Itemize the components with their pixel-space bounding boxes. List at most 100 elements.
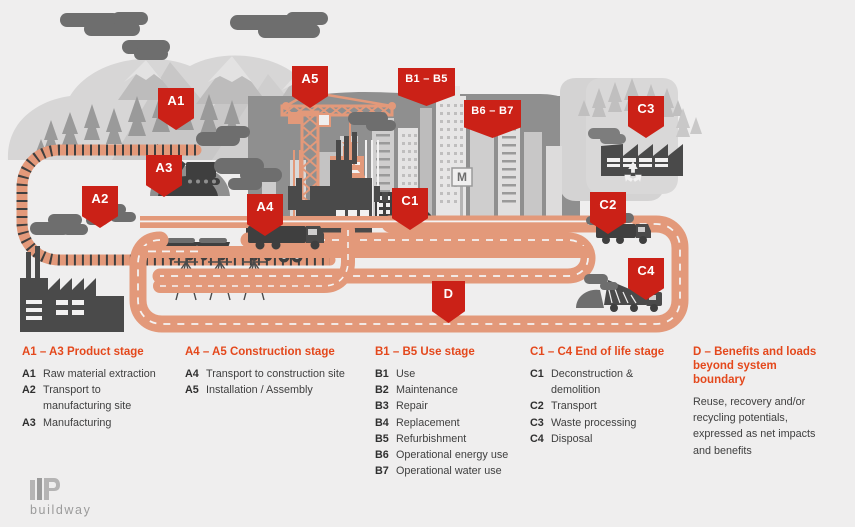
legend-column-title: B1 – B5 Use stage (375, 346, 475, 358)
legend-entry: A2 Transport to manufacturing site (22, 382, 172, 414)
map-pin-label: A5 (301, 71, 319, 86)
map-pin-label: C3 (637, 101, 655, 116)
brand-logo[interactable]: buildway (30, 478, 140, 518)
map-pin-label: C4 (637, 263, 655, 278)
legend-entry-code: B5 (375, 432, 389, 445)
legend-entry-label: Manufacturing (43, 416, 112, 429)
legend-entry-label: Installation / Assembly (206, 384, 313, 397)
legend-column-benefits: D – Benefits and loads beyond system bou… (693, 345, 828, 459)
legend-entry-code: A2 (22, 384, 36, 397)
legend-entry-code: B1 (375, 368, 389, 380)
legend-entry: B2 Maintenance (375, 382, 525, 398)
legend-entry: C3 Waste processing (530, 415, 685, 431)
map-pin-label: C1 (401, 193, 419, 208)
smoke-quarry (196, 126, 282, 190)
smoke-recycling (588, 128, 626, 144)
snowcap-b (208, 56, 252, 82)
legend-entry: B1 Use (375, 366, 525, 382)
legend-entry-label: Repair (396, 400, 428, 413)
road-connector-left (153, 223, 355, 293)
legend-column-title: C1 – C4 End of life stage (530, 346, 665, 358)
legend-entry-label: Operational water use (396, 465, 502, 478)
legend-entry-code: A1 (22, 368, 36, 380)
legend-entry-code: B3 (375, 400, 389, 413)
snowcap-a (124, 60, 162, 82)
legend-entry-label: Replacement (396, 416, 460, 429)
clouds-sky (60, 12, 328, 60)
legend-column-paragraph: Reuse, recovery and/or recycling potenti… (693, 396, 816, 457)
legend-entry: A4 Transport to construction site (185, 366, 345, 382)
legend-entry-label: Waste processing (551, 416, 637, 429)
legend-entry-label: Use (396, 368, 416, 380)
legend-entry: A1 Raw material extraction (22, 366, 172, 382)
legend-entry: B3 Repair (375, 398, 525, 414)
legend-entry-code: B7 (375, 465, 389, 478)
map-pin-label: A3 (155, 160, 173, 175)
legend-entry-label: Transport to construction site (206, 368, 345, 380)
legend-entry-code: A5 (185, 384, 199, 397)
legend-entry-code: C2 (530, 400, 544, 413)
legend-entry-label: Operational energy use (396, 449, 509, 462)
legend-entry: A5 Installation / Assembly (185, 382, 345, 398)
map-pin-label: B1 – B5 (405, 73, 448, 85)
legend-entry: A3 Manufacturing (22, 415, 172, 431)
metro-sign-icon: M (451, 167, 473, 216)
legend-entry: C1 Deconstruction & demolition (530, 366, 685, 398)
map-pin-label: A4 (256, 199, 274, 214)
legend-column-title: D – Benefits and loads beyond system bou… (693, 346, 817, 386)
legend-entry-label: Refurbishment (396, 432, 467, 445)
legend-entry: B6 Operational energy use (375, 447, 525, 463)
smoke-plant-a3 (348, 112, 396, 131)
lifecycle-scene-svg: M (7, 12, 702, 333)
legend-entry-code: C1 (530, 368, 544, 380)
legend-entry: C2 Transport (530, 398, 685, 414)
legend-entry-code: C3 (530, 416, 544, 429)
recycle-symbol-icon (624, 161, 642, 182)
lower-left-factory (20, 246, 124, 332)
legend-entry: C4 Disposal (530, 431, 685, 447)
legend-entry-label: Transport to manufacturing site (43, 384, 132, 413)
smoke-lower-factory (30, 214, 88, 235)
road-centerline (137, 223, 681, 325)
map-pin-label: C2 (599, 197, 617, 212)
map-pin-a2[interactable]: A2 (82, 186, 118, 228)
legend-entry-code: B6 (375, 449, 389, 462)
legend-entry-code: C4 (530, 432, 544, 445)
legend-entry-code: A3 (22, 416, 36, 429)
buildway-mark-icon (30, 478, 60, 500)
map-pin-label: D (443, 286, 454, 301)
legend-entry-label: Deconstruction & demolition (551, 368, 634, 397)
legend-column-title: A1 – A3 Product stage (22, 346, 144, 358)
legend-entry-code: B2 (375, 384, 389, 397)
legend-entry: B7 Operational water use (375, 463, 525, 479)
legend-column-title: A4 – A5 Construction stage (185, 346, 335, 358)
legend-entry: B5 Refurbishment (375, 431, 525, 447)
legend-entry-label: Disposal (551, 432, 593, 445)
logo-wordmark: buildway (30, 503, 92, 517)
truck-a4-icon (248, 226, 324, 250)
recycling-factory-icon (601, 144, 683, 182)
railway-loop (16, 144, 336, 266)
legend-entry-label: Raw material extraction (43, 368, 156, 380)
road-outer-loop (129, 215, 689, 333)
legend-entry-code: B4 (375, 416, 389, 429)
map-pin-label: A1 (167, 93, 185, 108)
svg-text:M: M (457, 170, 467, 184)
map-pin-label: A2 (91, 191, 109, 206)
legend-entry-code: A4 (185, 368, 199, 380)
pine-forest-right-outer (676, 108, 702, 137)
legend-entry-label: Transport (551, 400, 597, 413)
map-pin-label: B6 – B7 (471, 105, 514, 117)
legend-entry-label: Maintenance (396, 384, 458, 397)
waste-pile (576, 274, 618, 308)
legend-entry: B4 Replacement (375, 415, 525, 431)
